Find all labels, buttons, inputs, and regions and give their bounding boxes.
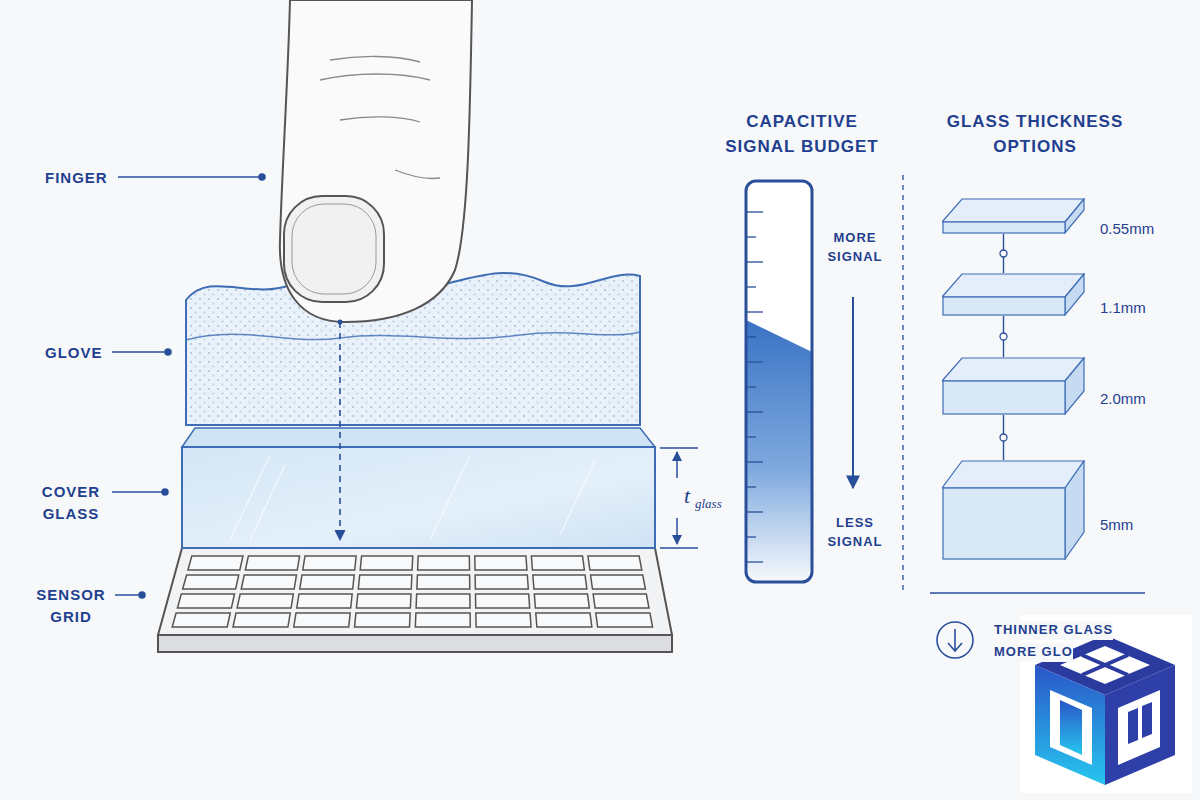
slab-shape bbox=[942, 198, 1085, 234]
thickness-label: 5mm bbox=[1100, 516, 1133, 533]
part-label: COVER GLASS bbox=[33, 481, 109, 525]
thickness-label: 1.1mm bbox=[1100, 298, 1146, 315]
glass-slab: 2.0mm bbox=[942, 357, 1085, 415]
glass-slab: 1.1mm bbox=[942, 273, 1085, 316]
slab-shape bbox=[942, 460, 1085, 560]
part-label: SENSOR GRID bbox=[30, 584, 112, 628]
dimension-label: glass bbox=[695, 495, 745, 514]
glass-slab: 0.55mm bbox=[942, 198, 1085, 234]
glass-slab: 5mm bbox=[942, 460, 1085, 560]
section-heading: GLASS THICKNESS OPTIONS bbox=[935, 110, 1135, 159]
part-label: LESS SIGNAL bbox=[815, 514, 895, 552]
section-heading: CAPACITIVE SIGNAL BUDGET bbox=[712, 110, 892, 159]
thickness-label: 0.55mm bbox=[1100, 220, 1154, 237]
part-label: THINNER GLASS bbox=[994, 621, 1113, 640]
part-label: FINGER bbox=[45, 167, 125, 189]
slab-shape bbox=[942, 273, 1085, 316]
slab-shape bbox=[942, 357, 1085, 415]
joint-dot bbox=[1000, 333, 1007, 340]
joint-dot bbox=[1000, 434, 1007, 441]
part-label: MORE SIGNAL bbox=[815, 229, 895, 267]
thickness-label: 2.0mm bbox=[1100, 390, 1146, 407]
joint-dot bbox=[1000, 250, 1007, 257]
watermark-logo bbox=[1020, 615, 1192, 793]
part-label: MORE GLO bbox=[994, 643, 1073, 662]
part-label: GLOVE bbox=[45, 342, 115, 364]
